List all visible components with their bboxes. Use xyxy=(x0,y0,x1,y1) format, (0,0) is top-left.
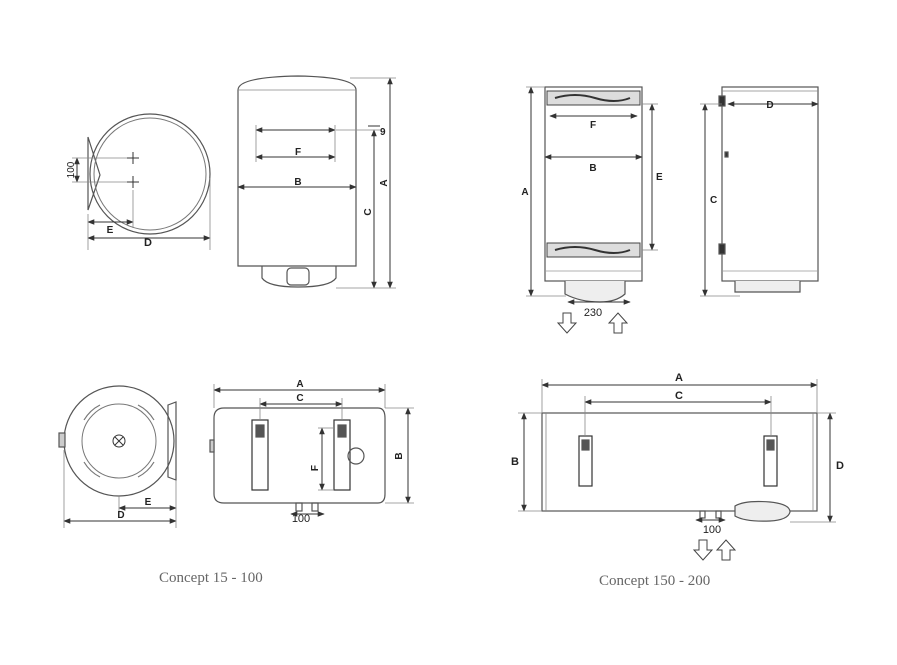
dim-label-9: 9 xyxy=(380,127,386,138)
caption-concept-150-200: Concept 150 - 200 xyxy=(599,573,711,589)
dim-label-D: D xyxy=(117,510,124,521)
cold-water-inlet-arrow xyxy=(692,539,714,561)
dim-label-F: F xyxy=(295,147,301,158)
thermostat-knob xyxy=(286,267,310,286)
dim-label-100: 100 xyxy=(292,513,310,525)
side-pipe xyxy=(58,432,66,448)
dim-label-C: C xyxy=(296,393,303,404)
dim-label-D: D xyxy=(144,237,152,249)
small-vertical-front-view xyxy=(237,75,396,289)
dim-label-F: F xyxy=(310,465,321,471)
dim-label-F: F xyxy=(590,120,596,131)
dim-label-C: C xyxy=(675,390,683,402)
dim-label-D: D xyxy=(766,100,773,111)
dim-label-C: C xyxy=(363,208,374,215)
dim-label-E: E xyxy=(145,497,152,508)
dim-label-E: E xyxy=(107,225,114,236)
large-vertical-front-view xyxy=(526,86,658,334)
dim-label-A: A xyxy=(379,179,390,186)
small-horizontal-front-view xyxy=(209,384,414,517)
cold-water-inlet-arrow xyxy=(556,312,578,334)
control-panel xyxy=(261,266,337,288)
dim-label-A: A xyxy=(675,372,683,384)
left-bracket xyxy=(578,435,593,487)
dim-label-E: E xyxy=(656,172,663,183)
tank-body xyxy=(721,86,819,282)
small-vertical-top-view xyxy=(72,113,211,250)
dim-label-230: 230 xyxy=(584,307,602,319)
dim-label-A: A xyxy=(521,187,528,198)
lower-hook xyxy=(718,243,726,255)
dim-label-B: B xyxy=(394,452,405,459)
large-horizontal-front-view xyxy=(518,379,836,561)
dim-label-100: 100 xyxy=(66,161,77,178)
thermostat-knob xyxy=(347,447,365,465)
hot-water-outlet-arrow xyxy=(715,539,737,561)
dim-label-A: A xyxy=(296,379,303,390)
dim-label-100: 100 xyxy=(703,524,721,536)
dim-label-B: B xyxy=(511,456,519,468)
hot-water-outlet-arrow xyxy=(607,312,629,334)
right-bracket xyxy=(763,435,778,487)
tank-outline xyxy=(89,113,211,235)
pipe-marker-lower xyxy=(127,176,139,188)
tank-body xyxy=(213,407,386,504)
dim-label-C: C xyxy=(710,195,717,206)
dim-label-B: B xyxy=(294,177,301,188)
dim-label-D: D xyxy=(836,460,844,472)
small-horizontal-end-view xyxy=(58,385,177,528)
caption-concept-15-100: Concept 15 - 100 xyxy=(159,570,263,586)
control-unit xyxy=(734,500,791,522)
pipe-marker-upper xyxy=(127,152,139,164)
dim-label-B: B xyxy=(589,163,596,174)
large-vertical-side-view xyxy=(700,86,819,297)
tank-body xyxy=(541,412,818,512)
heating-element-flange xyxy=(112,434,126,448)
tank-body xyxy=(237,75,357,267)
upper-hook xyxy=(718,95,726,107)
bottom-cover xyxy=(564,281,626,303)
